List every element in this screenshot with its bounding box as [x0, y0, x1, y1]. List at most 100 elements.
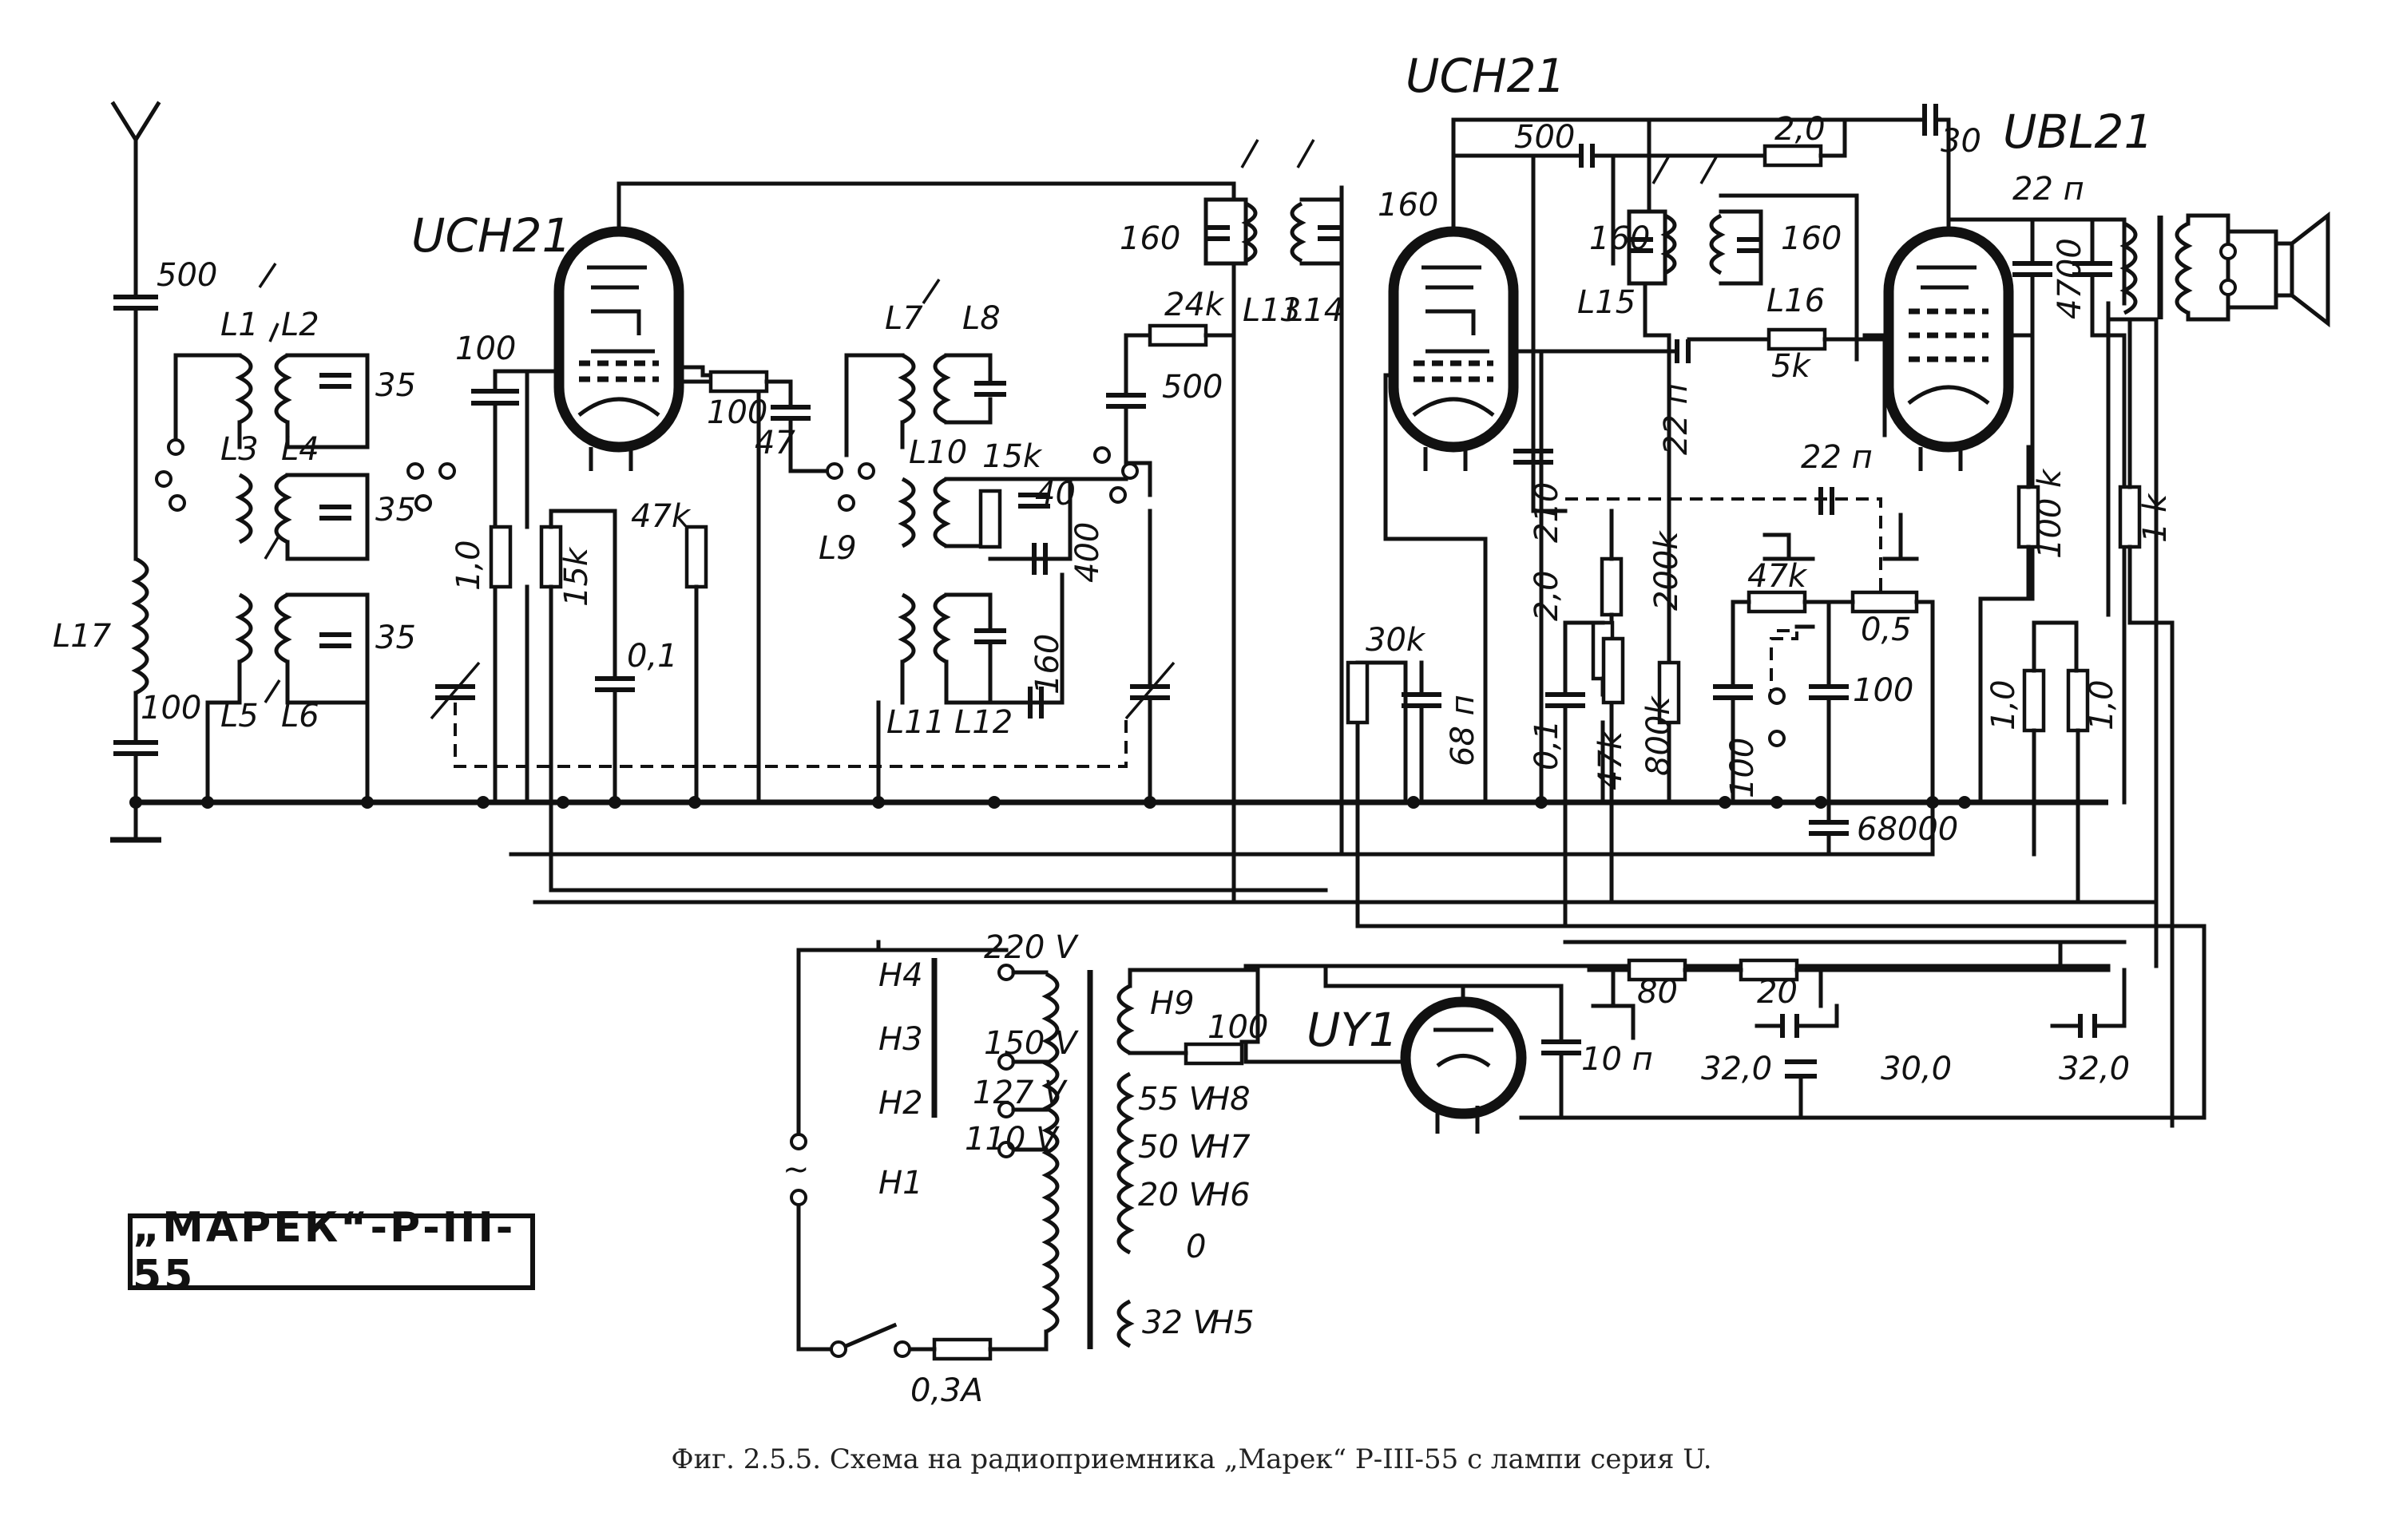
sec-50v: 50 V	[1138, 1129, 1213, 1166]
if-transformer-2: 500 2,0 30 160 160 L15 L16 5k 22 п	[1451, 104, 1981, 805]
L15-coil	[1660, 213, 1677, 275]
label-c-0-1-b: 0,1	[1529, 719, 1565, 770]
label-L4: L4	[281, 431, 319, 468]
label-c-100-b: 100	[1853, 672, 1913, 709]
output-stage: 22 п 4700 100 k 1 k 1,0 1,0	[1978, 171, 2330, 1128]
antenna-section: 500 100 L17	[53, 101, 217, 843]
label-c-4700: 4700	[2052, 238, 2088, 319]
speaker-icon	[2274, 211, 2330, 328]
L8-coil	[933, 353, 951, 425]
sec-20v: 20 V	[1138, 1177, 1213, 1213]
label-c-160-if2b: 160	[1781, 220, 1842, 257]
label-c-22p-b: 22 п	[1801, 439, 1873, 476]
label-c-68p: 68 п	[1445, 695, 1481, 766]
label-L9: L9	[819, 530, 857, 567]
label-c-400: 400	[1069, 522, 1106, 583]
label-r-100: 100	[707, 394, 767, 431]
label-c-160-if2a: 160	[1589, 220, 1650, 257]
label-r-47k: 47k	[631, 498, 692, 535]
L1-coil	[235, 353, 253, 425]
label-r-100k: 100 k	[2032, 468, 2068, 559]
label-c-35-a: 35	[375, 367, 416, 404]
transformer-primary	[1041, 972, 1060, 1334]
label-L13: L13	[1243, 292, 1301, 329]
label-pot-0-5: 0,5	[1861, 612, 1912, 648]
label-c-100-c: 100	[1724, 738, 1761, 798]
if-cathode-network: 30k 68 п	[1346, 622, 1481, 928]
converter-grid-network: 100 1,0 15k 47k 0,1	[430, 331, 1128, 857]
label-L11: L11	[886, 704, 945, 741]
oscillator-section: 100 47 L7 L8 L9 L10 L11 L12 15k 40 400 1…	[676, 261, 1236, 805]
label-r-1-0-c: 1,0	[2084, 679, 2120, 730]
label-c-30: 30	[1941, 123, 1981, 160]
label-c-10n: 10 п	[1581, 1041, 1653, 1078]
label-L14: L14	[1286, 292, 1344, 329]
L14-coil	[1290, 201, 1306, 263]
label-H9: H9	[1150, 985, 1195, 1022]
label-r-1-0-b: 1,0	[1985, 679, 2022, 730]
label-c-22p-c: 22 п	[2012, 171, 2084, 208]
tuning-cap-left	[435, 684, 475, 700]
figure-caption: Фиг. 2.5.5. Схема на радиоприемника „Мар…	[671, 1443, 1712, 1475]
L6-coil	[274, 592, 292, 664]
label-c-210: 210	[1529, 482, 1565, 543]
tube-label-rectifier: UY1	[1306, 1003, 1398, 1057]
tap-150v: 150 V	[984, 1025, 1079, 1062]
sec-H6: H6	[1206, 1177, 1251, 1213]
label-L17: L17	[53, 618, 112, 655]
label-r-5k: 5k	[1771, 348, 1811, 385]
label-c-0-1: 0,1	[627, 638, 678, 675]
label-r-15k: 15k	[558, 546, 595, 607]
L16-coil	[1709, 213, 1726, 275]
sec-H7: H7	[1206, 1129, 1251, 1166]
bypass-68000: 68000	[1809, 800, 1958, 857]
label-r-47k-c: 47k	[1592, 730, 1629, 790]
label-c-30-0: 30,0	[1881, 1051, 1952, 1087]
sec-H8: H8	[1206, 1081, 1251, 1118]
tube-label-output: UBL21	[2003, 105, 2153, 159]
label-c-35-b: 35	[375, 492, 416, 529]
detector-network: 22 п 47k 0,5 100 100 210 2,0 200k 0,1 47…	[1513, 439, 1935, 928]
label-L16: L16	[1766, 283, 1825, 319]
output-transformer-primary	[2119, 221, 2138, 315]
if-transformer-1: 160 160 L13 L14	[1120, 139, 1438, 905]
label-H2: H2	[878, 1085, 923, 1122]
power-supply: UY1 10 п 80 20 32,0 30,0 32,0	[876, 924, 2207, 1134]
label-r-800k: 800k	[1640, 695, 1677, 776]
label-r-1k: 1 k	[2137, 493, 2174, 543]
label-c-32-b: 32,0	[2059, 1051, 2130, 1087]
label-c-32-a: 32,0	[1701, 1051, 1772, 1087]
label-c-40: 40	[1035, 476, 1076, 513]
L13-coil	[1241, 201, 1258, 263]
switch-icon	[835, 1322, 898, 1352]
tube-uch21-if: UCH21	[1383, 49, 1651, 805]
L10-coil	[933, 477, 951, 548]
L3-coil	[235, 473, 253, 544]
label-c-15k: 15k	[982, 438, 1043, 475]
model-label-box: „МАРЕК“-Р-III-55	[128, 1204, 535, 1300]
sec-H5: H5	[1210, 1304, 1255, 1341]
label-c-160-if1a: 160	[1120, 220, 1180, 257]
label-L6: L6	[281, 698, 319, 734]
label-H4: H4	[878, 957, 923, 994]
L17-coil	[131, 556, 149, 695]
tap-220v: 220 V	[984, 929, 1079, 966]
L11-coil	[898, 592, 916, 664]
antenna-symbol	[110, 101, 161, 266]
label-L15: L15	[1577, 284, 1636, 321]
label-L1: L1	[220, 307, 259, 343]
tube-uch21-converter: UCH21	[411, 181, 1236, 805]
L2-coil	[274, 353, 292, 425]
mains-symbol: ~	[783, 1151, 810, 1188]
label-r-30k: 30k	[1366, 622, 1426, 659]
label-c-35-c: 35	[375, 620, 416, 656]
label-c-500-top: 500	[1514, 119, 1575, 156]
L4-coil	[274, 473, 292, 544]
label-L10: L10	[909, 434, 967, 471]
label-L5: L5	[220, 698, 259, 734]
model-label: „МАРЕК“-Р-III-55	[133, 1204, 516, 1300]
label-c-47: 47	[755, 425, 795, 461]
sec-32v: 32 V	[1142, 1304, 1217, 1341]
sec-0: 0	[1186, 1229, 1206, 1265]
